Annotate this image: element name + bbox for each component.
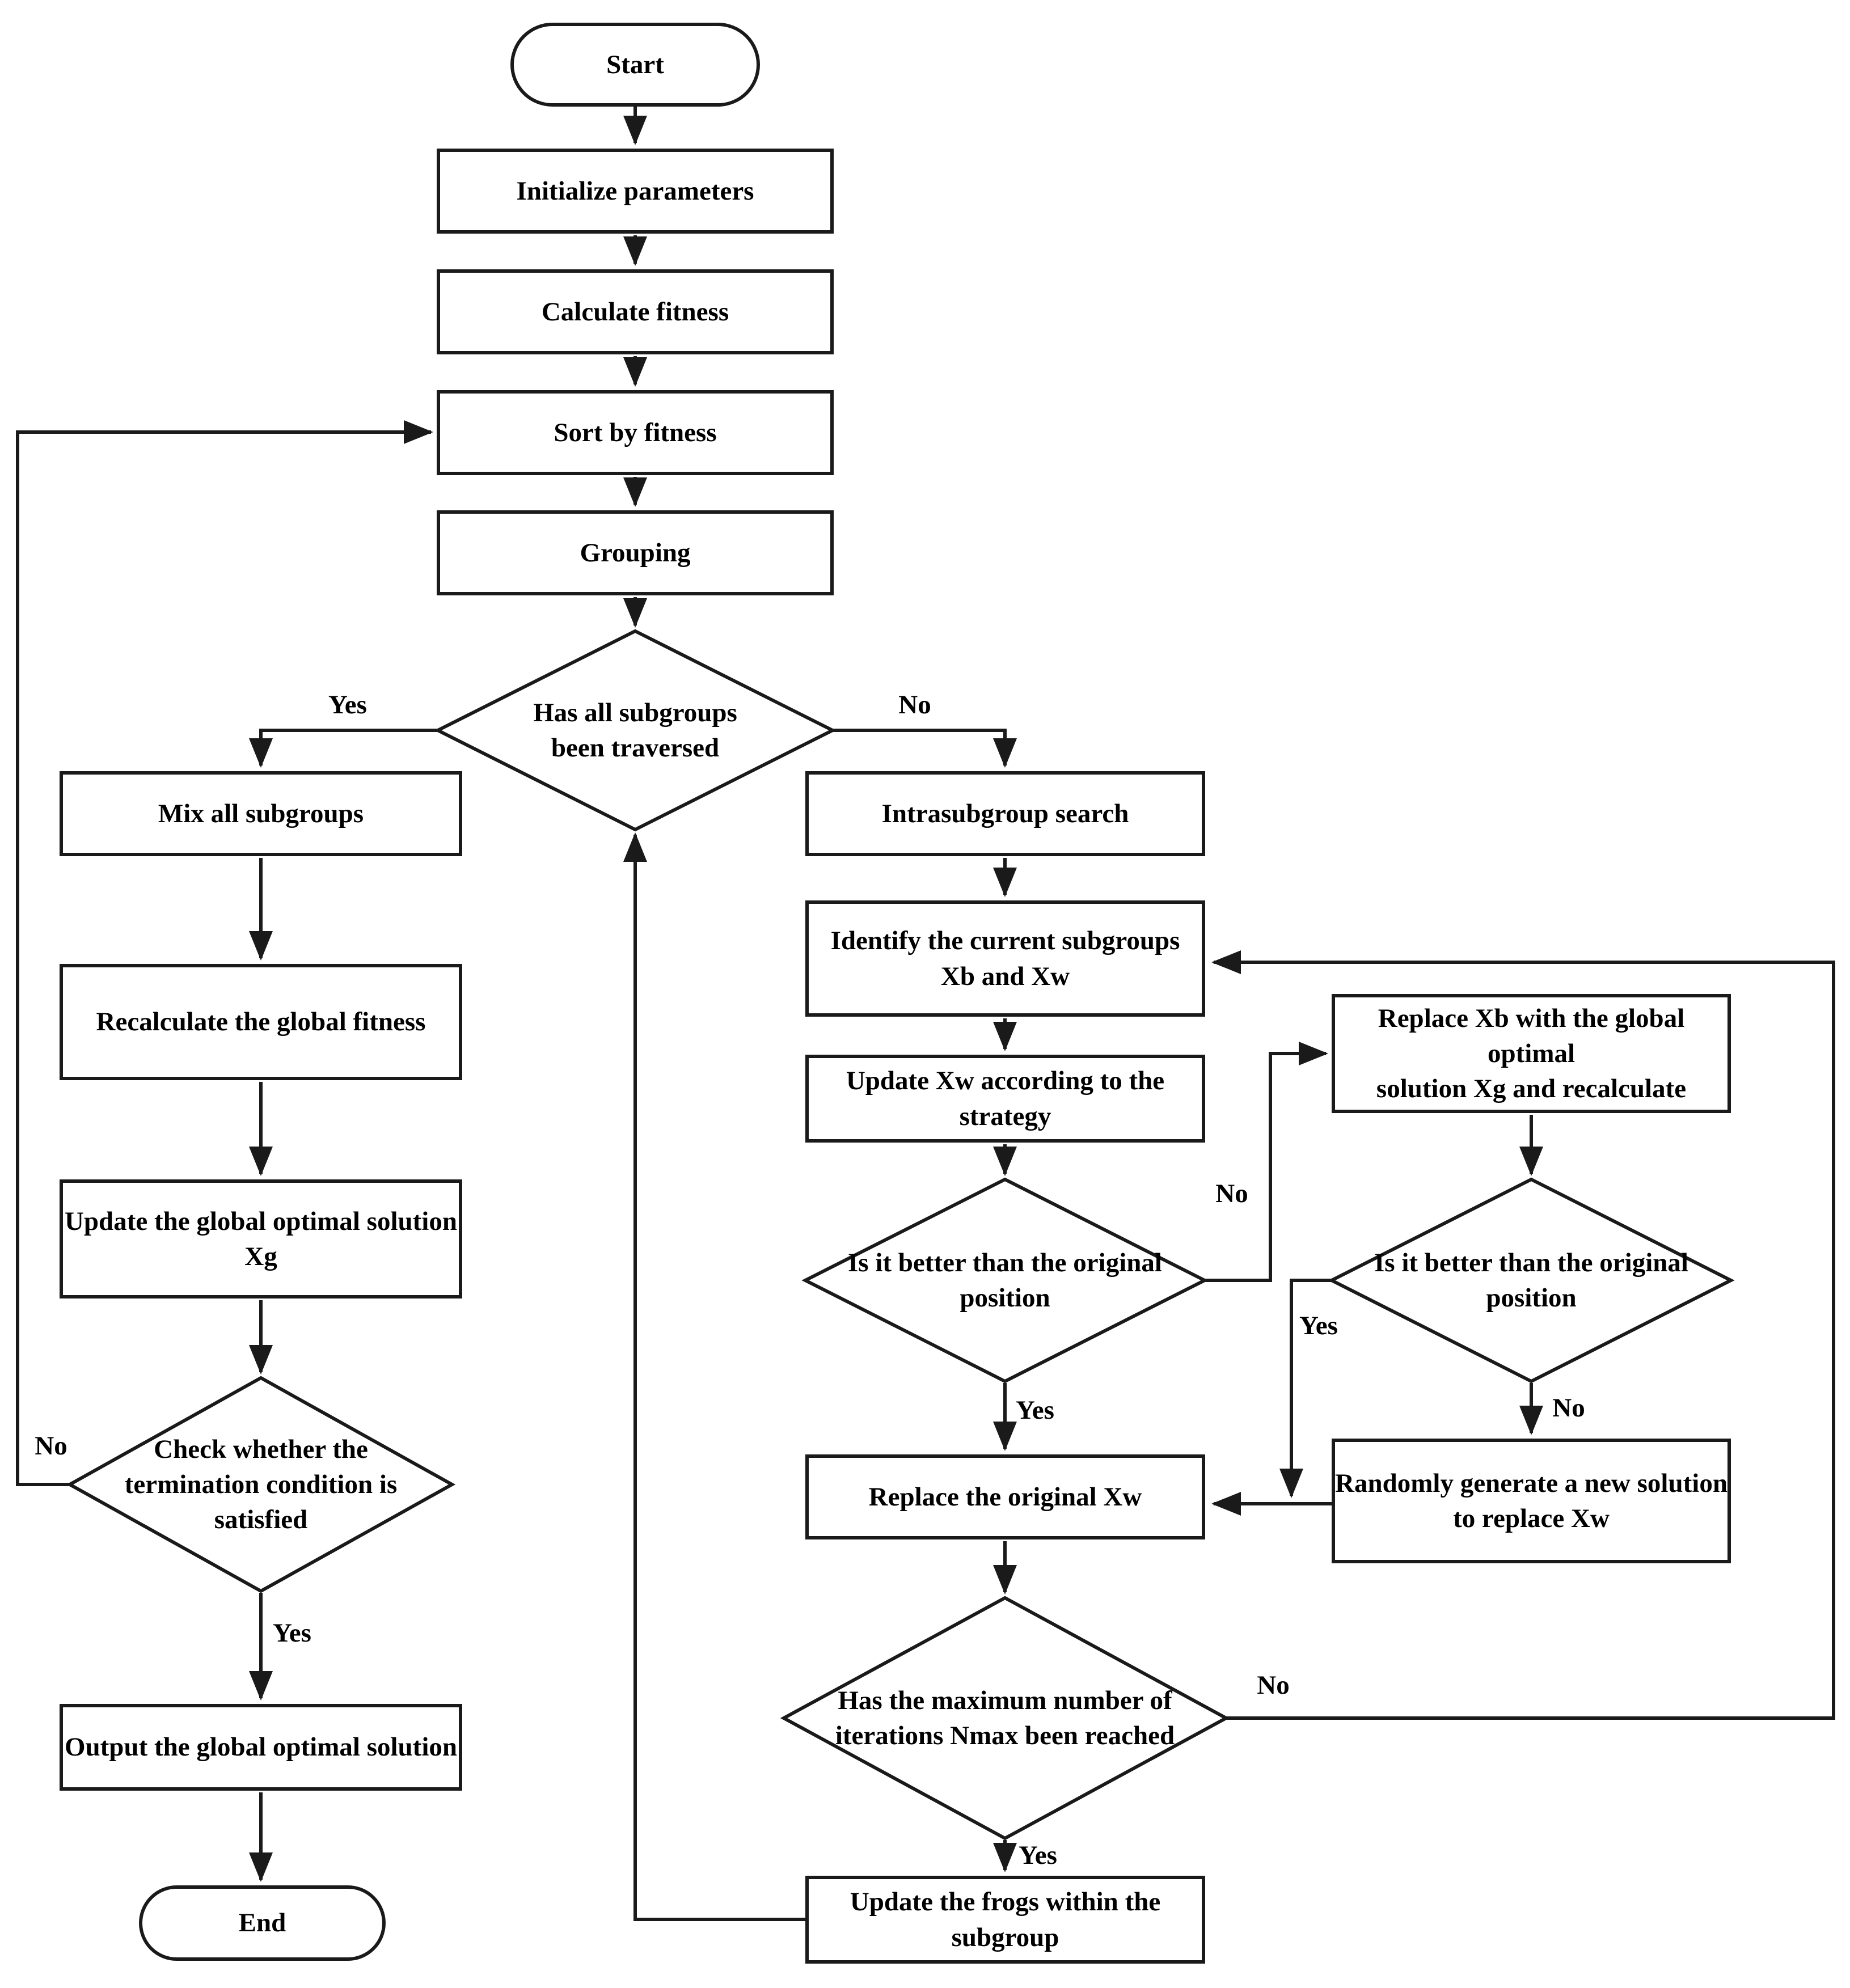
node-start: Start: [510, 23, 760, 107]
edge-label-traversed-no: No: [898, 690, 931, 720]
decision-shape-better-than-original-2: [1328, 1177, 1735, 1384]
arrow-traversed-no-to-intrasubgroup: [833, 729, 1017, 768]
arrow-better1-no-to-replace-xb: [1205, 1042, 1328, 1282]
process-sort-by-fitness: Sort by fitness: [437, 390, 834, 475]
decision-shape-has-all-subgroups: [434, 629, 837, 832]
edge-label-better1-yes: Yes: [1016, 1395, 1054, 1425]
node-end: End: [139, 1885, 386, 1961]
process-initialize-parameters: Initialize parameters: [437, 149, 834, 234]
edge-label-termination-yes: Yes: [273, 1618, 311, 1648]
process-output-global-optimal-solution: Output the global optimal solution: [60, 1704, 462, 1791]
edge-label-better1-no: No: [1215, 1179, 1248, 1208]
arrow-termination-no-loop-to-sort: [16, 420, 433, 1486]
decision-shape-better-than-original-1: [801, 1177, 1209, 1384]
edge-label-nmax-yes: Yes: [1019, 1841, 1057, 1870]
edge-label-termination-no: No: [35, 1431, 67, 1461]
edge-label-better2-no: No: [1552, 1393, 1585, 1423]
process-calculate-fitness: Calculate fitness: [437, 269, 834, 354]
decision-shape-nmax-reached: [780, 1596, 1230, 1841]
arrow-nmax-no-loop-to-identify: [1211, 950, 1835, 1720]
process-replace-original-xw: Replace the original Xw: [805, 1454, 1205, 1539]
edge-label-traversed-yes: Yes: [328, 690, 367, 720]
process-intrasubgroup-search: Intrasubgroup search: [805, 771, 1205, 856]
arrow-update-frogs-loop-to-traversed-decision: [623, 832, 805, 1921]
process-recalculate-global-fitness: Recalculate the global fitness: [60, 964, 462, 1080]
process-mix-all-subgroups: Mix all subgroups: [60, 771, 462, 856]
decision-shape-termination-condition: [66, 1376, 456, 1593]
process-grouping: Grouping: [437, 510, 834, 595]
arrow-traversed-yes-to-mix: [249, 729, 438, 768]
arrow-better2-yes-to-replace-xw-junction: [1279, 1279, 1332, 1498]
edge-label-better2-yes: Yes: [1299, 1311, 1338, 1340]
edge-label-nmax-no: No: [1257, 1670, 1290, 1700]
